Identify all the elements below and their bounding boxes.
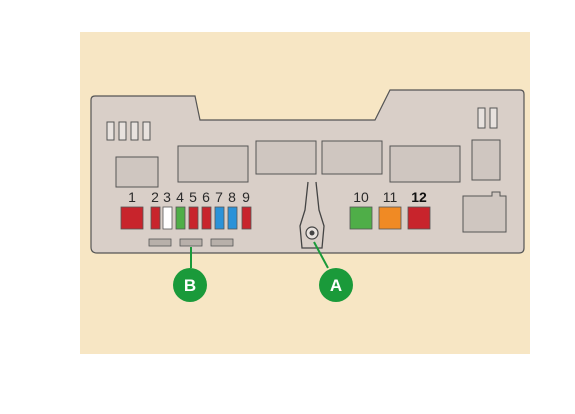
clip-outline — [299, 181, 325, 249]
fuse-10 — [349, 206, 373, 230]
relay-module — [177, 145, 249, 183]
callout-a: A — [313, 241, 353, 302]
fuse-9 — [241, 206, 252, 230]
fuse-number-9: 9 — [242, 189, 250, 205]
fuse-number-10: 10 — [353, 189, 369, 205]
relay-module — [389, 145, 461, 183]
fuse-5 — [188, 206, 199, 230]
callout-b-badge — [173, 268, 207, 302]
connector-slot — [106, 121, 115, 141]
fuse-11 — [378, 206, 402, 230]
fuse-6 — [201, 206, 212, 230]
top-right-connector-slots — [477, 107, 498, 129]
fuse-number-1: 1 — [128, 189, 136, 205]
fuse-12 — [407, 206, 431, 230]
fuse-number-12: 12 — [411, 189, 427, 205]
spare-fuse-slot — [179, 238, 203, 247]
fuse-3 — [162, 206, 173, 230]
callout-a-leader — [313, 241, 329, 269]
clip-pivot-center — [309, 230, 315, 236]
connector-slot — [142, 121, 151, 141]
fuse-number-5: 5 — [189, 189, 197, 205]
connector-slot — [489, 107, 498, 129]
fuse-number-8: 8 — [228, 189, 236, 205]
fuse-number-4: 4 — [176, 189, 184, 205]
callout-a-label: A — [330, 276, 342, 295]
spare-fuse-slot — [210, 238, 234, 247]
callout-b: B — [173, 247, 207, 302]
socket-housing — [462, 191, 507, 233]
relay-module — [321, 140, 383, 175]
fuse-number-2: 2 — [151, 189, 159, 205]
relay-module — [471, 139, 501, 181]
connector-slot — [130, 121, 139, 141]
callout-a-badge — [319, 268, 353, 302]
spare-fuse-slot — [148, 238, 172, 247]
connector-slot — [477, 107, 486, 129]
spare-fuse-slots — [148, 238, 234, 247]
callout-b-label: B — [184, 276, 196, 295]
fuses: 1 2 3 4 5 6 7 8 9 10 11 12 — [120, 189, 431, 230]
fuse-7 — [214, 206, 225, 230]
top-left-connector-slots — [106, 121, 151, 141]
relay-modules — [115, 139, 501, 188]
fuse-number-3: 3 — [163, 189, 171, 205]
fuse-number-6: 6 — [202, 189, 210, 205]
fuse-number-7: 7 — [215, 189, 223, 205]
fuse-1 — [120, 206, 144, 230]
fuse-8 — [227, 206, 238, 230]
connector-slot — [118, 121, 127, 141]
connector-socket — [462, 191, 507, 233]
fuse-4 — [175, 206, 186, 230]
fuse-puller-clip — [299, 181, 325, 249]
fuse-number-11: 11 — [383, 189, 398, 205]
relay-module — [255, 140, 317, 175]
fuse-2 — [150, 206, 161, 230]
relay-module — [115, 156, 159, 188]
